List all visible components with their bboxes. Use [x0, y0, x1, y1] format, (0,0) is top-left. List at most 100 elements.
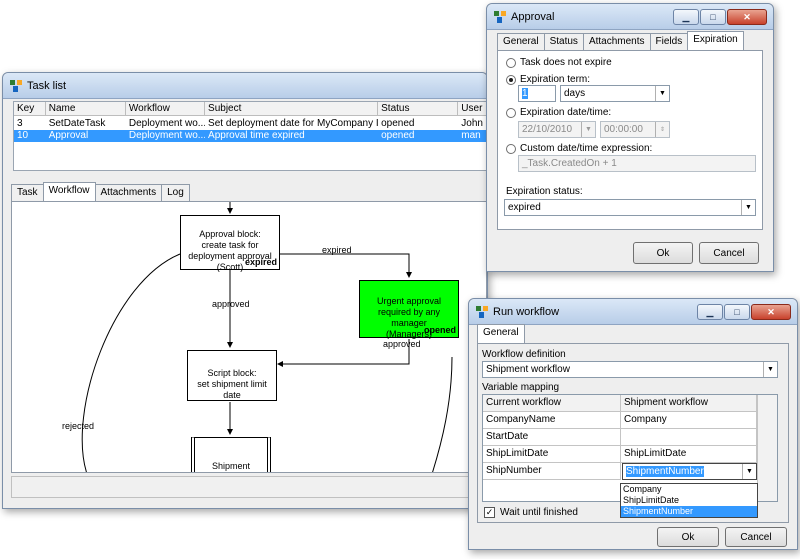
table-row-selected[interactable]: 10 Approval Deployment wo... Approval ti…	[14, 130, 486, 142]
cell-key: 3	[17, 118, 23, 129]
node-urgent-approval[interactable]: Urgent approval required by any manager …	[359, 280, 459, 339]
term-value-text: 1	[522, 88, 528, 99]
table-row[interactable]: 3 SetDateTask Deployment wo... Set deplo…	[14, 118, 486, 130]
expiration-status-text: expired	[508, 202, 541, 213]
map-cell-current: StartDate	[483, 429, 621, 446]
shipment-options-dropdown[interactable]: Company ShipLimitDate ShipmentNumber	[620, 483, 758, 518]
workflow-app-icon	[476, 306, 488, 318]
cancel-label: Cancel	[713, 247, 745, 259]
diagram-edges	[81, 202, 453, 472]
workflow-definition-select[interactable]: Shipment workflow ▼	[482, 361, 778, 378]
run-workflow-title: Run workflow	[493, 306, 560, 318]
date-text: 22/10/2010	[522, 124, 573, 135]
map-header-shipment: Shipment workflow	[621, 395, 757, 412]
approval-ok-button[interactable]: Ok	[633, 242, 693, 264]
term-unit-select[interactable]: days ▼	[560, 85, 670, 102]
chevron-down-icon[interactable]: ▼	[741, 200, 755, 215]
wait-checkbox[interactable]: ✓	[484, 507, 495, 518]
col-user[interactable]: User	[458, 102, 486, 115]
edge-label-approved: approved	[383, 339, 421, 349]
node-urgent-state: opened	[423, 325, 456, 335]
task-grid-header: Key Name Workflow Subject Status User	[14, 102, 486, 116]
minimize-icon[interactable]: ▁	[697, 304, 723, 320]
col-name[interactable]: Name	[46, 102, 126, 115]
tab-attachments[interactable]: Attachments	[94, 184, 163, 201]
cell-key: 10	[17, 130, 29, 141]
approval-tabs: General Status Attachments Fields Expira…	[497, 31, 744, 50]
close-icon[interactable]: ✕	[751, 304, 791, 320]
col-key[interactable]: Key	[14, 102, 46, 115]
expiration-panel: Task does not expire Expiration term: 1 …	[497, 50, 763, 230]
tab-workflow[interactable]: Workflow	[42, 182, 96, 201]
map-shipment-select[interactable]: ShipmentNumber ▼	[622, 463, 757, 480]
approval-cancel-button[interactable]: Cancel	[699, 242, 759, 264]
map-cell-current: ShipNumber	[483, 463, 621, 480]
splitter[interactable]	[3, 173, 487, 179]
col-status[interactable]: Status	[378, 102, 459, 115]
tab-expiration[interactable]: Expiration	[687, 31, 744, 50]
map-cell-shipment[interactable]	[621, 429, 757, 446]
workflow-app-icon	[494, 11, 506, 23]
cell-name: Approval	[48, 130, 89, 141]
custom-expression-input[interactable]: _Task.CreatedOn + 1	[518, 155, 756, 172]
tab-status[interactable]: Status	[543, 33, 584, 50]
run-workflow-window: Run workflow ▁ □ ✕ General Workflow defi…	[468, 298, 798, 550]
chevron-down-icon[interactable]: ▼	[581, 122, 595, 137]
tab-task[interactable]: Task	[11, 184, 44, 201]
col-subject[interactable]: Subject	[205, 102, 379, 115]
spin-icon[interactable]: ⇕	[655, 122, 669, 137]
option-company[interactable]: Company	[623, 484, 662, 494]
task-list-titlebar[interactable]: Task list	[3, 73, 487, 99]
task-list-window: Task list Key Name Workflow Subject Stat…	[2, 72, 488, 509]
tab-general[interactable]: General	[497, 33, 545, 50]
tab-fields[interactable]: Fields	[649, 33, 689, 50]
map-cell-current: CompanyName	[483, 412, 621, 429]
ok-label: Ok	[656, 247, 670, 259]
time-text: 00:00:00	[604, 124, 643, 135]
run-ok-button[interactable]: Ok	[657, 527, 719, 547]
term-value-input[interactable]: 1	[518, 85, 556, 102]
radio-expiration-date[interactable]	[506, 108, 516, 118]
radio-no-expire[interactable]	[506, 58, 516, 68]
option-shiplimitdate[interactable]: ShipLimitDate	[623, 495, 680, 505]
date-input[interactable]: 22/10/2010 ▼	[518, 121, 596, 138]
approval-titlebar[interactable]: Approval ▁ □ ✕	[487, 4, 773, 30]
edge-label-expired: expired	[322, 245, 352, 255]
map-header-current: Current workflow	[483, 395, 621, 412]
radio-expiration-term[interactable]	[506, 75, 516, 85]
chevron-down-icon[interactable]: ▼	[742, 464, 756, 479]
tab-general[interactable]: General	[477, 324, 525, 343]
cell-subject: Set deployment date for MyCompany Inc.	[208, 118, 379, 129]
mapping-scrollbar[interactable]	[757, 395, 777, 501]
map-cell-shipment[interactable]: Company	[621, 412, 757, 429]
node-script-text: Script block: set shipment limit date	[197, 368, 267, 400]
map-cell-shipment[interactable]: ShipLimitDate	[621, 446, 757, 463]
tab-log[interactable]: Log	[161, 184, 190, 201]
radio-custom-expression[interactable]	[506, 144, 516, 154]
custom-expression-text: _Task.CreatedOn + 1	[522, 158, 617, 169]
status-bar	[11, 476, 487, 498]
expiration-status-select[interactable]: expired ▼	[504, 199, 756, 216]
cell-name: SetDateTask	[48, 118, 106, 129]
run-workflow-titlebar[interactable]: Run workflow ▁ □ ✕	[469, 299, 797, 325]
maximize-icon[interactable]: □	[700, 9, 726, 25]
option-shipmentnumber[interactable]: ShipmentNumber	[621, 506, 757, 517]
run-cancel-button[interactable]: Cancel	[725, 527, 787, 547]
tab-attachments[interactable]: Attachments	[582, 33, 651, 50]
time-input[interactable]: 00:00:00 ⇕	[600, 121, 670, 138]
chevron-down-icon[interactable]: ▼	[655, 86, 669, 101]
node-shipment-workflow[interactable]: Shipment Workflow	[191, 437, 271, 472]
node-script-block[interactable]: Script block: set shipment limit date	[187, 350, 277, 401]
minimize-icon[interactable]: ▁	[673, 9, 699, 25]
node-urgent-text: Urgent approval required by any manager …	[376, 296, 442, 339]
task-tabs: Task Workflow Attachments Log	[11, 182, 190, 201]
node-approval-block[interactable]: Approval block: create task for deployme…	[180, 215, 280, 272]
edge-label-rejected: rejected	[62, 421, 95, 431]
label-custom-expression: Custom date/time expression:	[520, 143, 653, 154]
node-approval-state: expired	[244, 257, 277, 267]
col-workflow[interactable]: Workflow	[126, 102, 206, 115]
label-expiration-status: Expiration status:	[506, 186, 583, 197]
maximize-icon[interactable]: □	[724, 304, 750, 320]
close-icon[interactable]: ✕	[727, 9, 767, 25]
chevron-down-icon[interactable]: ▼	[763, 362, 777, 377]
